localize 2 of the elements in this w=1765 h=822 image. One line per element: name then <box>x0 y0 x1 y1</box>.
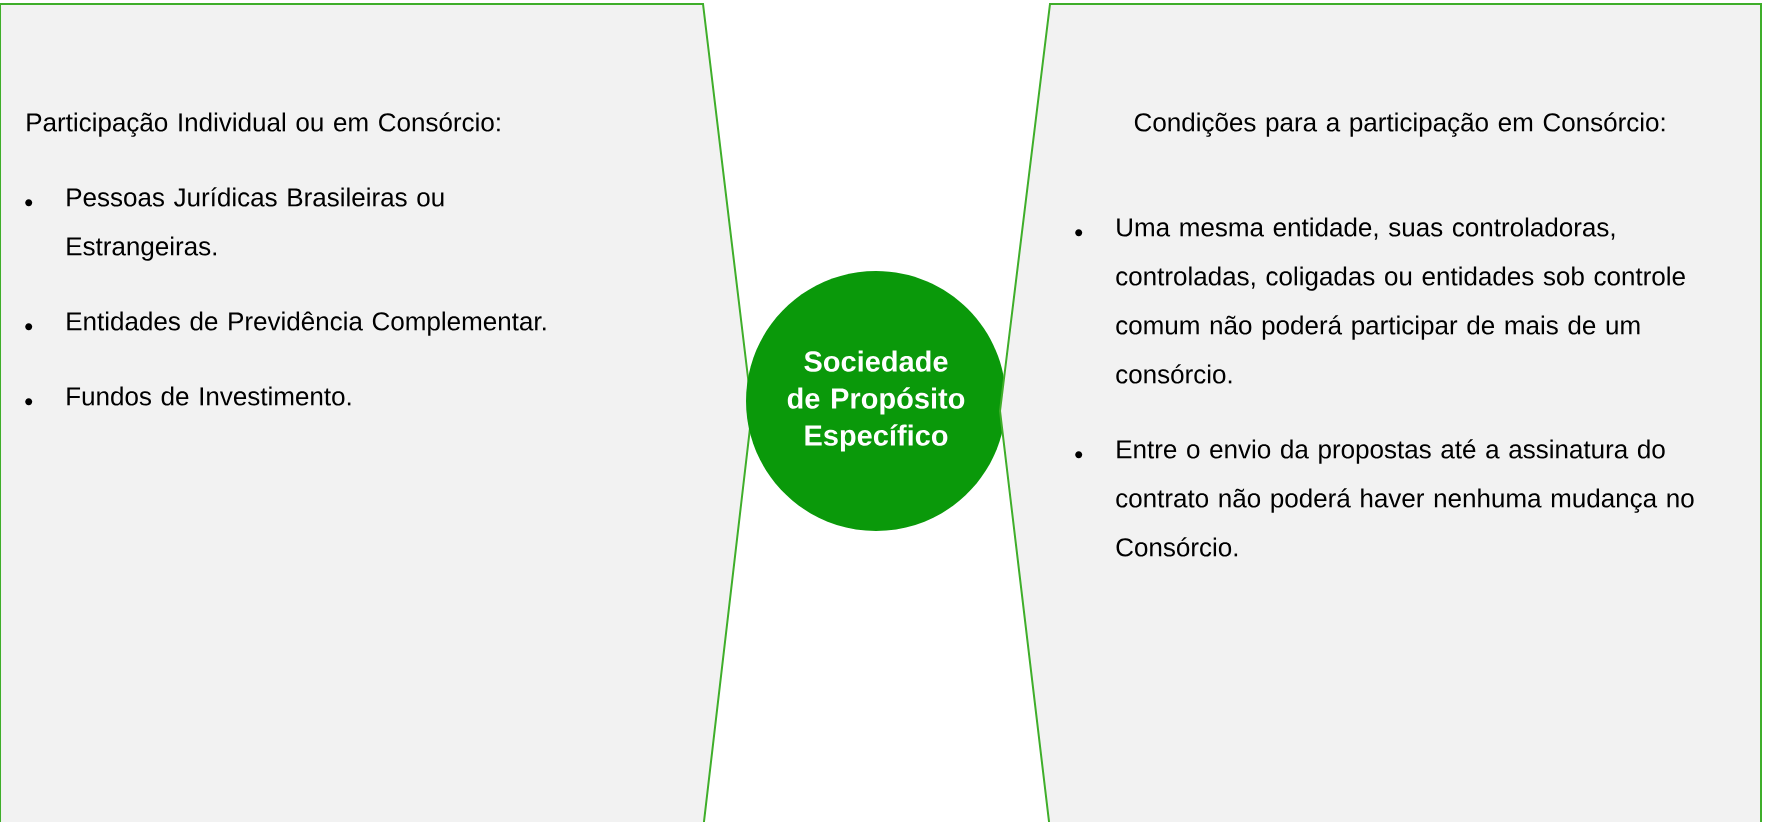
panel: Participação Individual ou em Consórcio: Pessoas Jurídicas Brasileiras ou Estrangeiras. Entidades de Previdência Complementar. Fundos de Investimento. <box>0 3 753 822</box>
panel: Condições para a participação em Consórcio: Uma mesma entidade, suas controladoras, controladas, coligadas ou entidades sob controle comum não poderá participar de mais de um consórcio. Entre o envio da propostas até a assinatura do contrato não poderá haver nenhuma mudança no Consórcio. <box>999 3 1762 822</box>
